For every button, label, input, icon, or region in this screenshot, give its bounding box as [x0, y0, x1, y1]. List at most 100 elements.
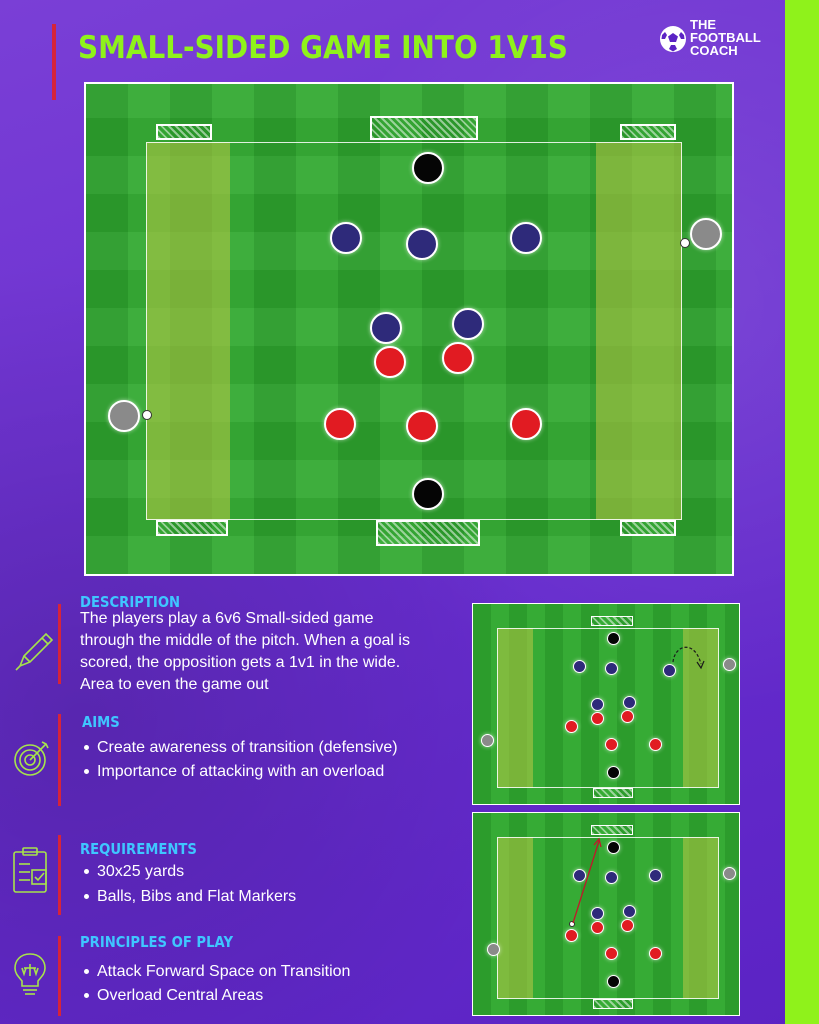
keeper-top: [412, 152, 444, 184]
goal-bottom-center: [593, 999, 633, 1009]
navy-player: [605, 871, 618, 884]
description-text: The players play a 6v6 Small-sided game …: [80, 610, 410, 693]
red-player: [605, 947, 618, 960]
goal-top-center: [591, 616, 633, 626]
description-title: DESCRIPTION: [80, 593, 181, 611]
neutral-player-left: [108, 400, 140, 432]
navy-player: [591, 907, 604, 920]
side-accent-bar: [785, 0, 819, 1024]
aims-accent: [58, 714, 61, 806]
goal-top-center: [591, 825, 633, 835]
neutral-player-right: [723, 658, 736, 671]
list-item: Attack Forward Space on Transition: [82, 962, 442, 981]
red-player: [442, 342, 474, 374]
requirements-accent: [58, 835, 61, 915]
goal-bottom-left: [156, 520, 228, 536]
wide-zone-right: [596, 142, 682, 520]
keeper-top: [607, 841, 620, 854]
ball: [569, 921, 575, 927]
target-icon: [14, 741, 49, 776]
description-accent: [58, 604, 61, 684]
aims-title: AIMS: [82, 713, 120, 731]
keeper-bottom: [412, 478, 444, 510]
movement-arrow: [672, 646, 705, 670]
navy-player: [452, 308, 484, 340]
principles-accent: [58, 936, 61, 1016]
goal-bottom-center: [376, 520, 480, 546]
neutral-player-right: [723, 867, 736, 880]
red-player: [324, 408, 356, 440]
navy-player: [573, 660, 586, 673]
principles-title: PRINCIPLES OF PLAY: [80, 933, 234, 951]
neutral-player-left: [481, 734, 494, 747]
logo-text: THE FOOTBALL COACH: [690, 18, 761, 57]
navy-player: [330, 222, 362, 254]
main-pitch-diagram: [84, 82, 734, 576]
mini-pitch-diagram-1: [472, 603, 740, 805]
navy-player: [663, 664, 676, 677]
list-item: Importance of attacking with an overload: [82, 762, 442, 781]
pass-arrow: [572, 837, 602, 924]
list-item: Create awareness of transition (defensiv…: [82, 738, 442, 757]
wide-zone-left: [497, 837, 533, 999]
red-player: [406, 410, 438, 442]
goal-top-right: [620, 124, 676, 140]
red-player: [565, 929, 578, 942]
ball: [680, 238, 690, 248]
play-area-outline: [497, 628, 719, 788]
navy-player: [623, 696, 636, 709]
navy-player: [510, 222, 542, 254]
red-player: [565, 720, 578, 733]
logo-line: FOOTBALL: [690, 30, 761, 45]
keeper-bottom: [607, 975, 620, 988]
wide-zone-left: [146, 142, 230, 520]
keeper-bottom: [607, 766, 620, 779]
mini-pitch-diagram-2: [472, 812, 740, 1016]
play-area-outline: [146, 142, 682, 520]
requirements-title: REQUIREMENTS: [80, 840, 197, 858]
requirements-list: 30x25 yards Balls, Bibs and Flat Markers: [82, 862, 442, 911]
goal-bottom-right: [620, 520, 676, 536]
logo: THE FOOTBALL COACH: [658, 18, 778, 62]
navy-player: [591, 698, 604, 711]
red-player: [591, 712, 604, 725]
navy-player: [406, 228, 438, 260]
red-player: [591, 921, 604, 934]
wide-zone-left: [497, 628, 533, 788]
play-area-outline: [497, 837, 719, 999]
red-player: [510, 408, 542, 440]
page-title: SMALL-SIDED GAME INTO 1V1S: [78, 30, 568, 66]
pen-icon: [15, 632, 54, 671]
red-player: [621, 919, 634, 932]
logo-line: THE: [690, 17, 716, 32]
clipboard-icon: [13, 847, 47, 893]
red-player: [374, 346, 406, 378]
navy-player: [605, 662, 618, 675]
title-accent: [52, 24, 56, 100]
goal-top-center: [370, 116, 478, 140]
principles-list: Attack Forward Space on Transition Overl…: [82, 962, 442, 1010]
keeper-top: [607, 632, 620, 645]
neutral-player-left: [487, 943, 500, 956]
navy-player: [573, 869, 586, 882]
red-player: [649, 738, 662, 751]
red-player: [649, 947, 662, 960]
ball: [142, 410, 152, 420]
navy-player: [649, 869, 662, 882]
list-item: Balls, Bibs and Flat Markers: [82, 887, 442, 906]
wide-zone-right: [683, 628, 719, 788]
logo-line: COACH: [690, 43, 738, 58]
lightbulb-icon: [14, 953, 46, 995]
navy-player: [370, 312, 402, 344]
wide-zone-right: [683, 837, 719, 999]
aims-list: Create awareness of transition (defensiv…: [82, 738, 442, 786]
list-item: 30x25 yards: [82, 862, 442, 881]
goal-bottom-center: [593, 788, 633, 798]
football-icon: [660, 26, 686, 52]
goal-top-left: [156, 124, 212, 140]
red-player: [605, 738, 618, 751]
navy-player: [623, 905, 636, 918]
neutral-player-right: [690, 218, 722, 250]
list-item: Overload Central Areas: [82, 986, 442, 1005]
red-player: [621, 710, 634, 723]
